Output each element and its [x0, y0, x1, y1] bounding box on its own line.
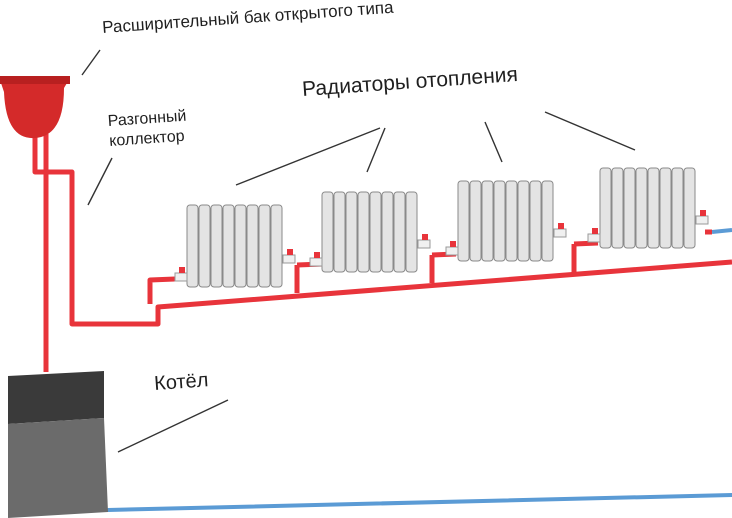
radiator-2 — [309, 191, 431, 273]
radiator-inlet — [587, 233, 601, 243]
feed-r4 — [573, 240, 599, 247]
radiator-section — [405, 191, 418, 273]
radiator-section — [393, 191, 406, 273]
radiator-section — [357, 191, 370, 273]
radiator-leader-3 — [484, 121, 503, 163]
radiator-valve-out — [422, 234, 428, 240]
tank-leader — [81, 49, 101, 76]
radiator-outlet — [695, 215, 709, 225]
radiator-section — [493, 180, 506, 262]
radiator-section — [635, 167, 648, 249]
boiler-label: Котёл — [153, 369, 210, 396]
return-pipe-right — [711, 228, 732, 234]
radiator-1 — [174, 204, 296, 288]
radiator-feed-1 — [147, 276, 176, 304]
boiler-body — [8, 418, 108, 518]
radiator-section — [623, 167, 636, 249]
radiator-3 — [445, 180, 567, 262]
radiator-leader-1 — [235, 127, 381, 186]
radiator-section — [369, 191, 382, 273]
radiator-outlet — [417, 239, 431, 249]
radiator-section — [457, 180, 470, 262]
radiator-section — [517, 180, 530, 262]
leader-lines — [81, 49, 636, 453]
radiator-section — [222, 204, 235, 288]
radiator-section — [671, 167, 684, 249]
radiator-section — [258, 204, 271, 288]
radiator-section — [469, 180, 482, 262]
radiator-valve-in — [450, 241, 456, 247]
radiator-section — [529, 180, 542, 262]
radiator-inlet — [174, 272, 188, 282]
radiator-inlet — [309, 257, 323, 267]
radiator-section — [210, 204, 223, 288]
radiator-leader-2 — [366, 127, 386, 173]
radiator-section — [321, 191, 334, 273]
radiator-outlet — [553, 228, 567, 238]
radiator-section — [234, 204, 247, 288]
return-pipe-bottom — [106, 493, 732, 512]
radiator-valve-out — [558, 223, 564, 229]
radiator-section — [198, 204, 211, 288]
radiator-inlet — [445, 246, 459, 256]
boiler — [8, 371, 108, 518]
radiators-group — [174, 167, 709, 288]
radiator-section — [381, 191, 394, 273]
radiator-section — [345, 191, 358, 273]
radiator-valve-in — [179, 267, 185, 273]
radiator-section — [647, 167, 660, 249]
collector-label: Разгонный коллектор — [107, 107, 188, 152]
radiator-section — [599, 167, 612, 249]
expansion-tank — [0, 76, 70, 139]
tank-rim — [0, 76, 70, 84]
radiator-section — [659, 167, 672, 249]
radiator-section — [505, 180, 518, 262]
radiator-valve-in — [592, 228, 598, 234]
radiator-4 — [587, 167, 709, 249]
radiator-section — [611, 167, 624, 249]
radiator-section — [333, 191, 346, 273]
collector-leader — [87, 157, 113, 206]
radiator-section — [541, 180, 554, 262]
radiator-section — [186, 204, 199, 288]
radiator-leader-4 — [544, 111, 636, 151]
radiator-valve-out — [287, 249, 293, 255]
boiler-top — [8, 371, 104, 424]
tank-body — [0, 78, 70, 139]
radiator-section — [683, 167, 696, 249]
radiator-outlet — [282, 254, 296, 264]
radiator-valve-in — [314, 252, 320, 258]
boiler-leader — [117, 399, 229, 453]
supply-main-line — [32, 134, 732, 327]
radiator-section — [270, 204, 283, 288]
radiator-section — [246, 204, 259, 288]
radiator-valve-out — [700, 210, 706, 216]
radiator-section — [481, 180, 494, 262]
